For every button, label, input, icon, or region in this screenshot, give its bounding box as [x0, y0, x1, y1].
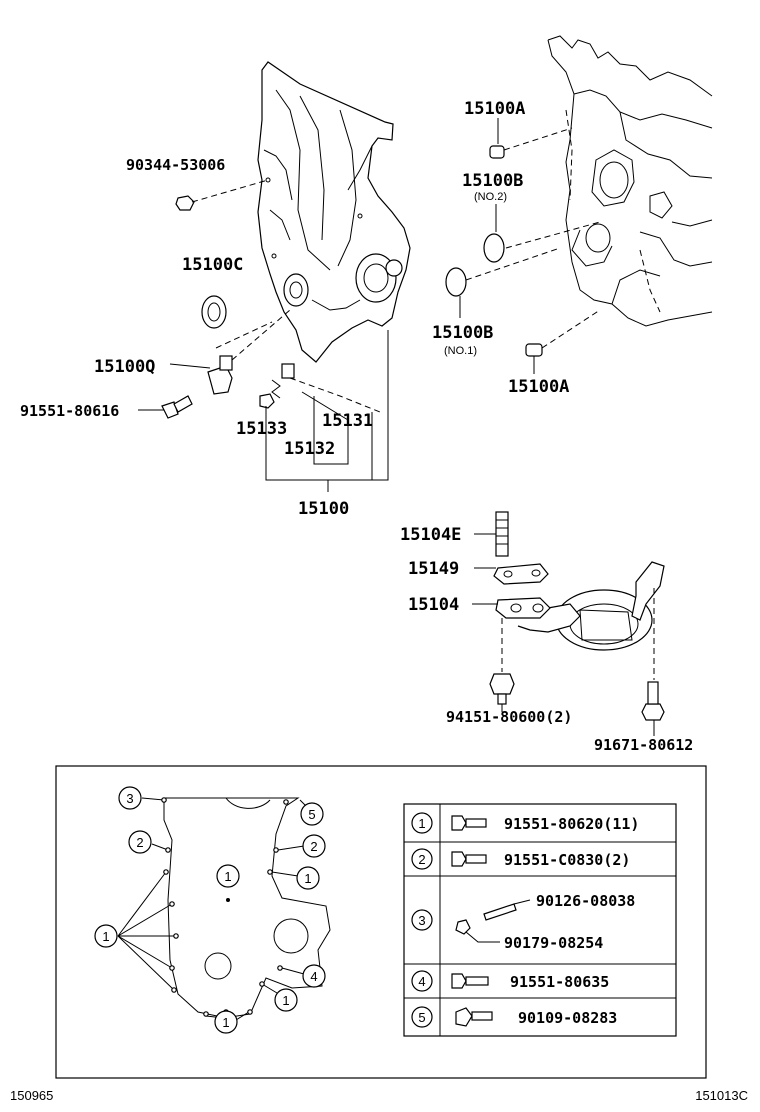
bolt-icon: [451, 815, 467, 831]
label-90344-53006: 90344-53006: [126, 156, 225, 174]
legend-row-2-part: 91551-C0830(2): [504, 851, 630, 869]
legend-row-5-num: 5: [418, 1010, 425, 1025]
callout-1-right: 1: [304, 871, 311, 886]
callout-1-center: 1: [224, 869, 231, 884]
callout-2-left: 2: [136, 835, 143, 850]
label-15149: 15149: [408, 559, 459, 579]
label-15100q: 15100Q: [94, 357, 155, 377]
callout-3: 3: [126, 791, 133, 806]
label-15131: 15131: [322, 411, 373, 431]
legend-row-3-part-b: 90179-08254: [504, 934, 603, 952]
legend-row-4-num: 4: [418, 974, 425, 989]
small-parts: [161, 145, 543, 419]
legend-row-3-num: 3: [418, 913, 425, 928]
leader-lines: [138, 118, 655, 736]
label-15100b-top: 15100B: [462, 171, 523, 191]
footer-left-code: 150965: [10, 1088, 53, 1103]
label-15100b-bottom: 15100B: [432, 323, 493, 343]
callout-1-left: 1: [102, 929, 109, 944]
nut-icon: [455, 919, 471, 935]
label-15100a-bottom: 15100A: [508, 377, 569, 397]
oil-strainer: [489, 511, 665, 721]
label-15132: 15132: [284, 439, 335, 459]
cylinder-block: [547, 35, 713, 327]
label-94151-80600: 94151-80600(2): [446, 708, 572, 726]
footer-right-code: 151013C: [695, 1088, 748, 1103]
label-15100b-bottom-note: (NO.1): [444, 345, 477, 357]
legend-row-5-part: 90109-08283: [518, 1009, 617, 1027]
timing-chain-cover: [257, 61, 411, 363]
label-91551-80616: 91551-80616: [20, 402, 119, 420]
callout-4: 4: [310, 969, 317, 984]
stud-icon: [483, 903, 517, 921]
legend-row-1-part: 91551-80620(11): [504, 815, 639, 833]
bolt-legend-table: 1 91551-80620(11) 2 91551-C0830(2) 3 901…: [403, 803, 677, 1037]
stud-bolt-icon: [455, 1007, 473, 1027]
bolt-icon: [451, 973, 467, 989]
label-15104: 15104: [408, 595, 459, 615]
label-15100c: 15100C: [182, 255, 243, 275]
callout-2-right: 2: [310, 839, 317, 854]
label-15133: 15133: [236, 419, 287, 439]
label-15100a-top: 15100A: [464, 99, 525, 119]
legend-row-2-num: 2: [418, 852, 425, 867]
legend-row-1-num: 1: [418, 816, 425, 831]
label-15100b-top-note: (NO.2): [474, 191, 507, 203]
bolt-icon: [451, 851, 467, 867]
inset-callout-circles: 3 2 1 1 5 2 1 4 1 1: [94, 786, 326, 1034]
callout-5: 5: [308, 807, 315, 822]
legend-row-3-part-a: 90126-08038: [536, 892, 635, 910]
legend-row-4-part: 91551-80635: [510, 973, 609, 991]
label-91671-80612: 91671-80612: [594, 736, 693, 754]
callout-1-bottom: 1: [222, 1015, 229, 1030]
label-15104e: 15104E: [400, 525, 461, 545]
callout-1-lower-right: 1: [282, 993, 289, 1008]
label-15100: 15100: [298, 499, 349, 519]
